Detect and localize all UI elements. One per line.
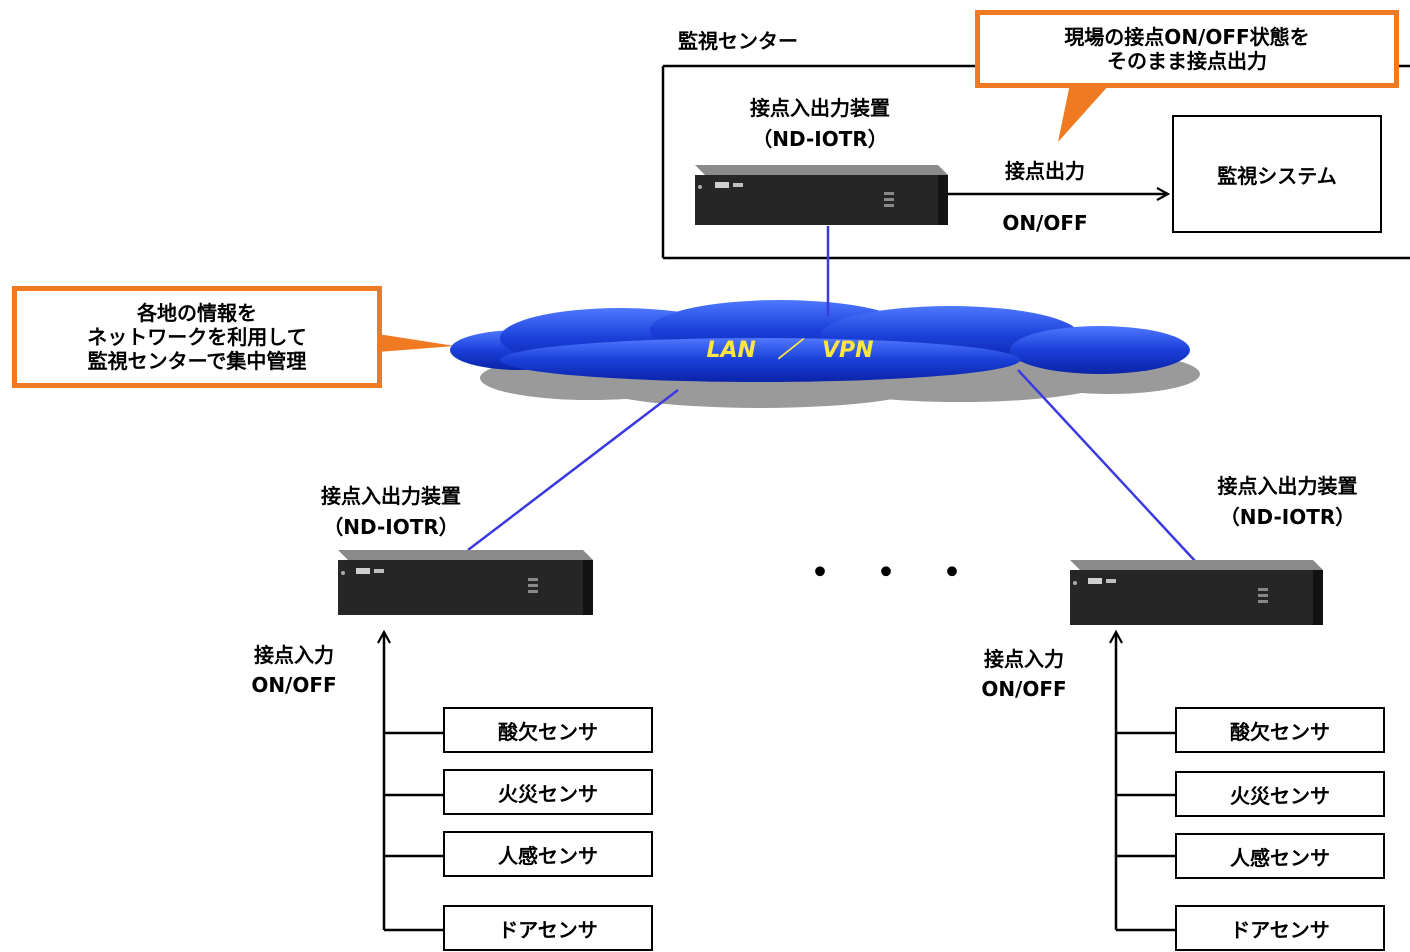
- right-device-name: 接点入出力装置: [1217, 474, 1358, 498]
- left-sensor-label: 人感センサ: [498, 843, 598, 868]
- right-device-model: （ND-IOTR）: [1219, 505, 1356, 529]
- right-sensor-box-1: 火災センサ: [1175, 771, 1385, 817]
- right-sensor-box-0: 酸欠センサ: [1175, 707, 1385, 753]
- callout-left-line3: 監視センターで集中管理: [87, 349, 307, 373]
- center-title: 監視センター: [678, 29, 798, 53]
- right-sensor-bus: [1116, 632, 1175, 932]
- right-sensor-box-3: ドアセンサ: [1175, 905, 1385, 951]
- center-device-image: [695, 165, 948, 225]
- center-output-label: 接点出力: [1005, 159, 1085, 183]
- ellipsis: ・・・: [800, 550, 998, 596]
- network-label: LAN ／ VPN: [706, 338, 874, 363]
- left-sensor-bus: [384, 632, 443, 932]
- left-sensor-box-2: 人感センサ: [443, 831, 653, 877]
- left-input-state: ON/OFF: [251, 673, 337, 697]
- right-input-state: ON/OFF: [981, 677, 1067, 701]
- callout-left-line1: 各地の情報を: [137, 301, 257, 325]
- callout-top-line2: そのまま接点出力: [1107, 49, 1267, 73]
- right-sensor-label: 酸欠センサ: [1230, 719, 1330, 744]
- callout-left-tail: [378, 334, 455, 352]
- callout-left-line2: ネットワークを利用して: [87, 325, 307, 349]
- right-sensor-label: 火災センサ: [1230, 783, 1330, 808]
- right-device-image: [1070, 560, 1323, 625]
- right-sensor-label: ドアセンサ: [1230, 917, 1330, 942]
- left-device-name: 接点入出力装置: [321, 484, 461, 508]
- center-device-model: （ND-IOTR）: [752, 127, 888, 151]
- left-device-model: （ND-IOTR）: [323, 515, 459, 539]
- left-sensor-label: ドアセンサ: [498, 917, 598, 942]
- right-input-label: 接点入力: [984, 647, 1064, 671]
- right-sensor-label: 人感センサ: [1230, 845, 1330, 870]
- monitoring-system-label: 監視システム: [1217, 163, 1337, 188]
- callout-top-tail: [1058, 84, 1110, 142]
- left-sensor-box-1: 火災センサ: [443, 769, 653, 815]
- network-links: [467, 226, 1197, 563]
- left-sensor-box-3: ドアセンサ: [443, 905, 653, 951]
- network-cloud: [450, 300, 1190, 382]
- monitoring-system-box: 監視システム: [1172, 115, 1382, 233]
- center-device-name: 接点入出力装置: [750, 96, 890, 120]
- left-sensor-label: 火災センサ: [498, 781, 598, 806]
- callout-top: 現場の接点ON/OFF状態を そのまま接点出力: [975, 10, 1399, 88]
- center-output-state: ON/OFF: [1002, 211, 1088, 235]
- callout-left: 各地の情報を ネットワークを利用して 監視センターで集中管理: [12, 286, 382, 388]
- left-sensor-label: 酸欠センサ: [498, 719, 598, 744]
- left-sensor-box-0: 酸欠センサ: [443, 707, 653, 753]
- left-device-image: [338, 550, 593, 615]
- callout-top-line1: 現場の接点ON/OFF状態を: [1064, 25, 1310, 49]
- right-sensor-box-2: 人感センサ: [1175, 833, 1385, 879]
- left-input-label: 接点入力: [254, 643, 334, 667]
